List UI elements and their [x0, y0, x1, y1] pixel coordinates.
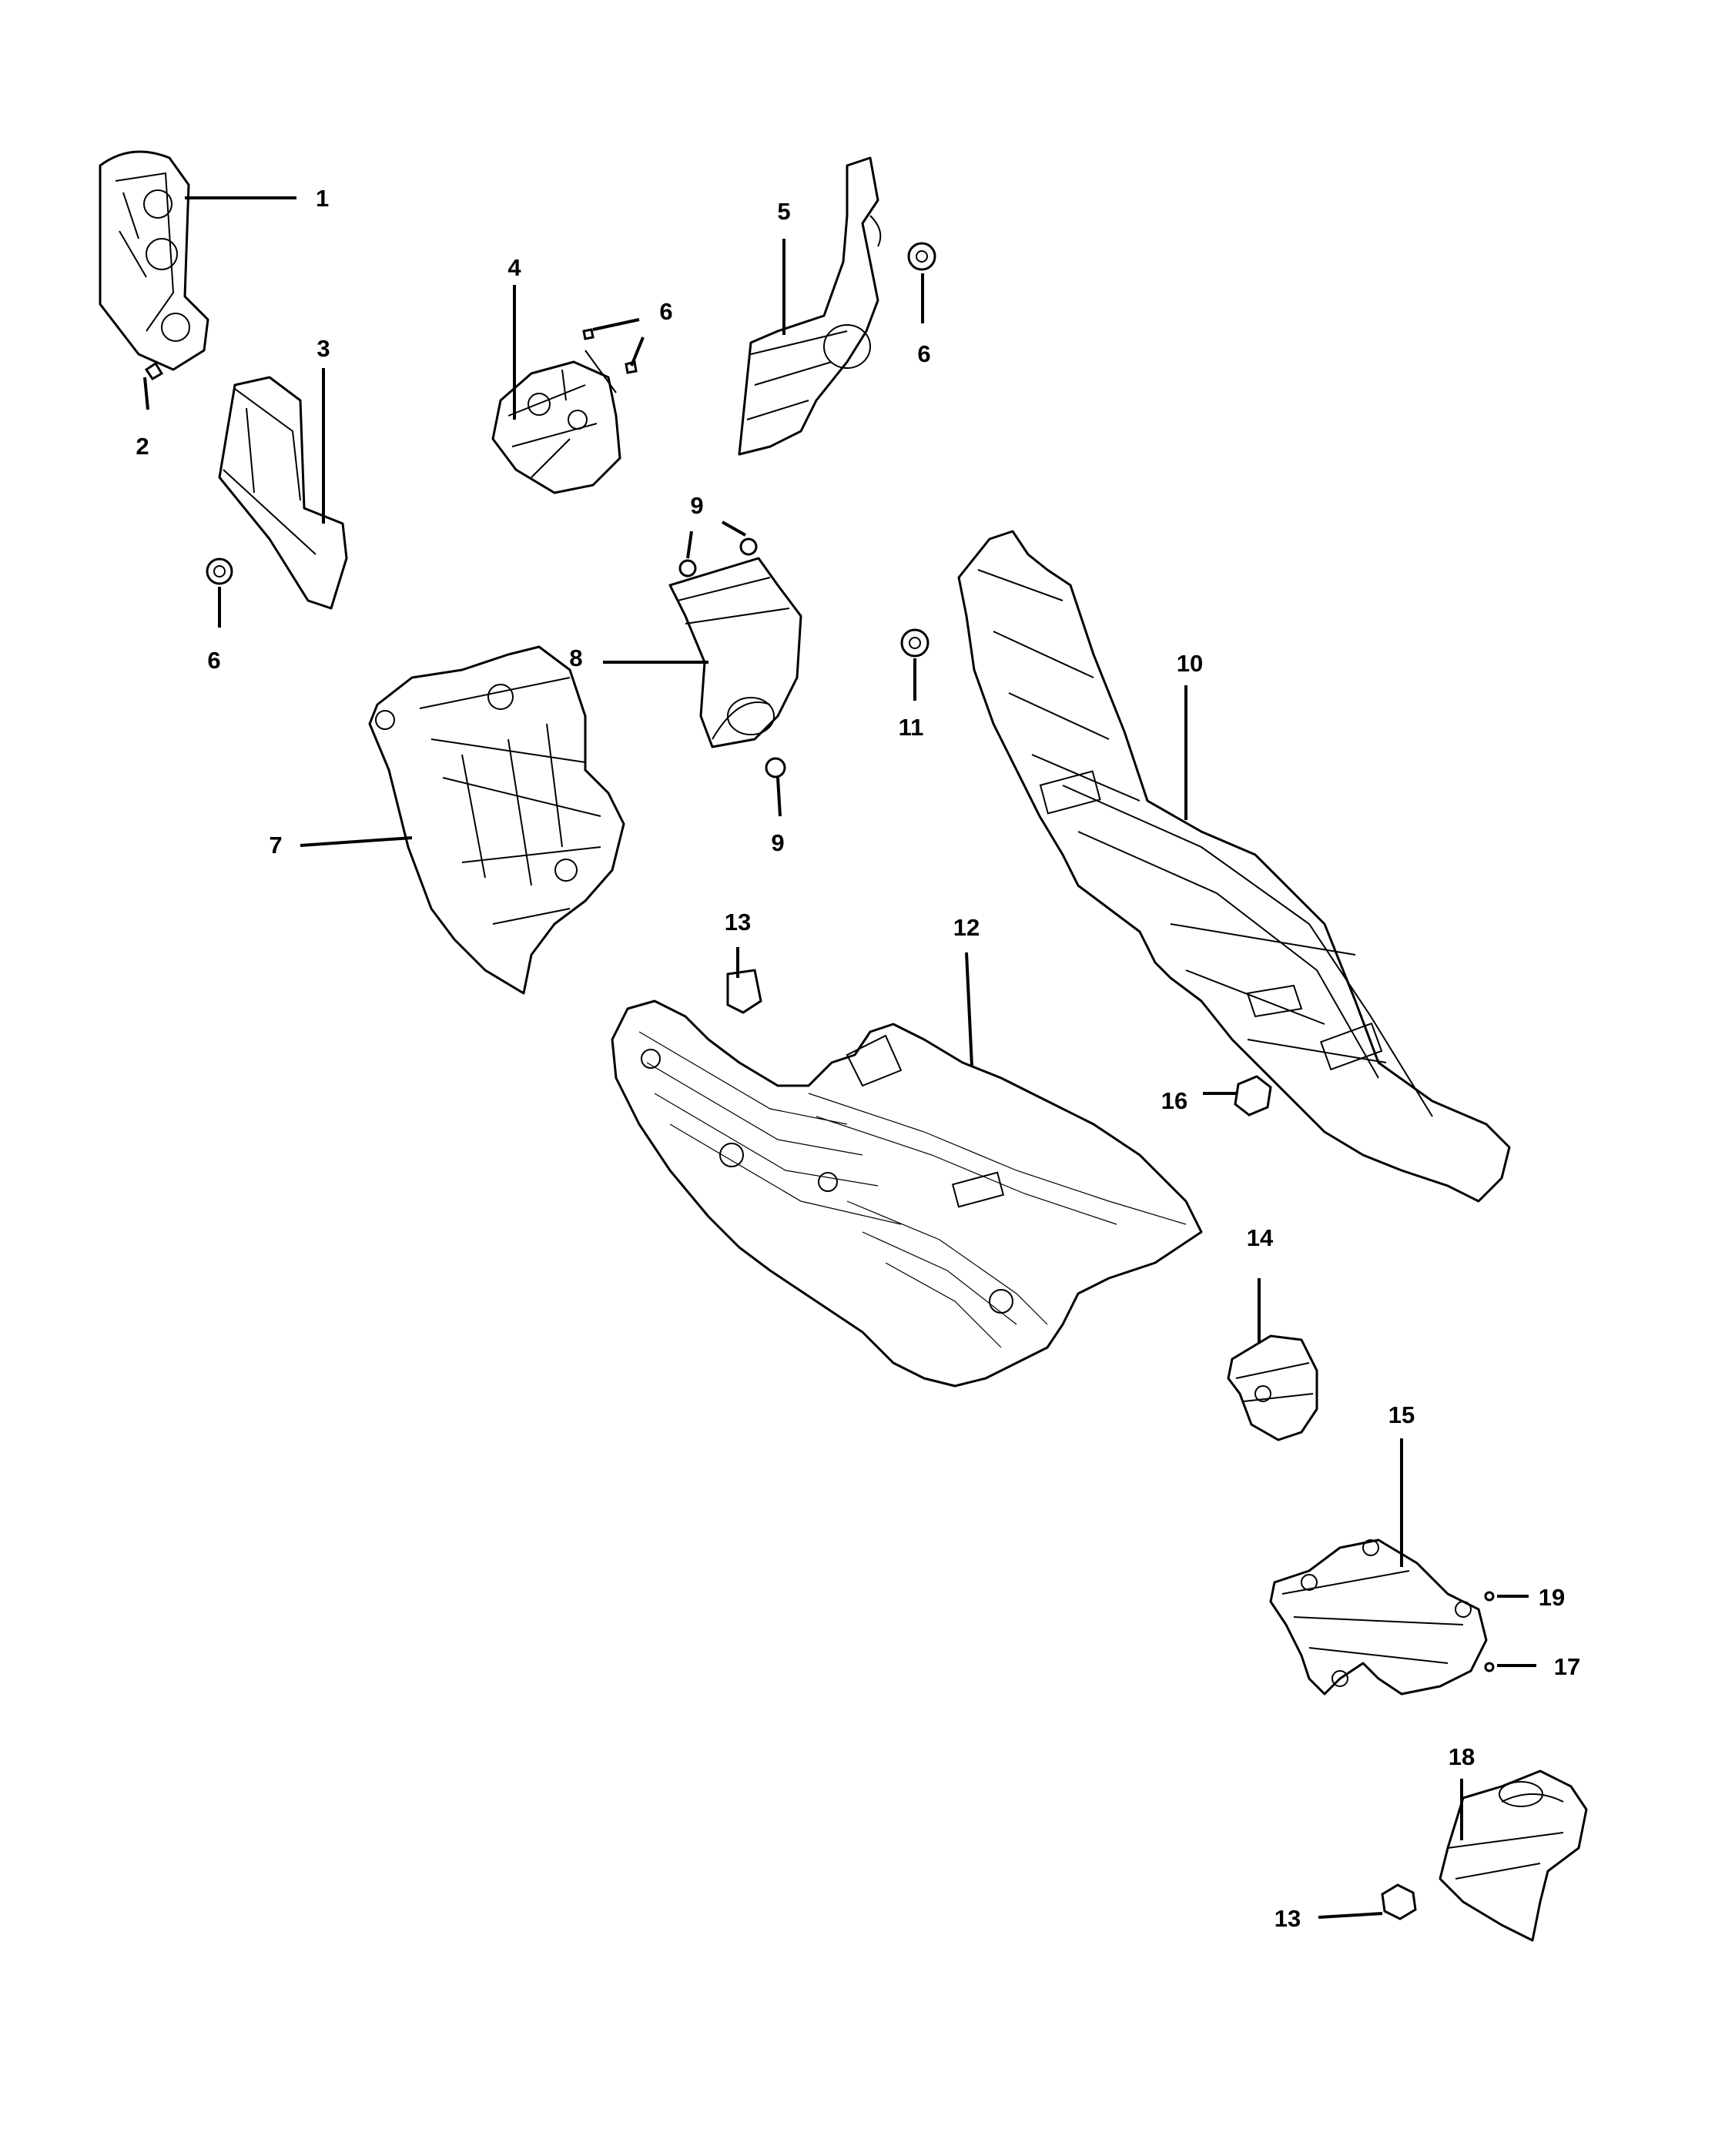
callout-9-lower: 9 [771, 829, 784, 856]
callout-6-right: 6 [917, 340, 930, 367]
callout-8: 8 [569, 644, 582, 671]
part-9-nuts [678, 537, 786, 778]
part-13-nut-upper [726, 969, 762, 1014]
part-16-nut [1234, 1075, 1272, 1116]
part-10-tunnel-heat-shield [957, 530, 1511, 1203]
callout-12: 12 [953, 914, 980, 941]
callout-6-left: 6 [207, 647, 220, 674]
callout-2: 2 [136, 433, 149, 460]
callout-10: 10 [1177, 650, 1203, 677]
part-1-heat-shield-bracket [99, 150, 209, 371]
part-14-small-shield [1227, 1334, 1318, 1441]
part-18-end-heat-shield [1439, 1769, 1588, 1942]
part-3-heat-shield [218, 376, 348, 610]
callout-6-upper: 6 [659, 298, 672, 325]
callout-11: 11 [899, 714, 924, 741]
part-6-bolts-upper [582, 328, 638, 374]
part-8-heat-shield [668, 557, 802, 748]
callout-9-upper: 9 [690, 492, 703, 519]
callout-13-lower: 13 [1274, 1905, 1301, 1932]
part-15-heat-shield [1269, 1538, 1488, 1696]
part-13-nut-lower [1381, 1883, 1417, 1920]
callout-14: 14 [1247, 1224, 1274, 1251]
callout-18: 18 [1449, 1743, 1475, 1770]
callout-7: 7 [269, 832, 282, 859]
part-2-clip [144, 361, 164, 381]
part-7-large-heat-shield [368, 645, 625, 995]
callout-5: 5 [777, 198, 790, 225]
callout-13-upper: 13 [725, 909, 751, 936]
part-11-nut [900, 628, 929, 658]
part-4-shield-assembly [491, 350, 621, 494]
part-12-main-heat-shield [611, 999, 1203, 1388]
part-17-fastener [1484, 1662, 1495, 1672]
callout-16: 16 [1161, 1087, 1187, 1114]
callout-17: 17 [1554, 1653, 1580, 1680]
callout-1: 1 [316, 185, 329, 212]
callout-4: 4 [507, 254, 521, 281]
part-6-nut-left [206, 557, 233, 585]
part-6-nut-right [907, 242, 936, 271]
leader-lines [143, 196, 1536, 1919]
part-5-upper-heat-shield [738, 156, 882, 456]
callout-labels: 1 2 3 6 4 6 5 6 9 8 9 7 11 10 12 13 16 1… [136, 185, 1580, 1932]
callout-3: 3 [317, 335, 330, 362]
part-19-fastener [1484, 1591, 1495, 1602]
callout-15: 15 [1388, 1401, 1415, 1428]
callout-19: 19 [1539, 1584, 1565, 1611]
